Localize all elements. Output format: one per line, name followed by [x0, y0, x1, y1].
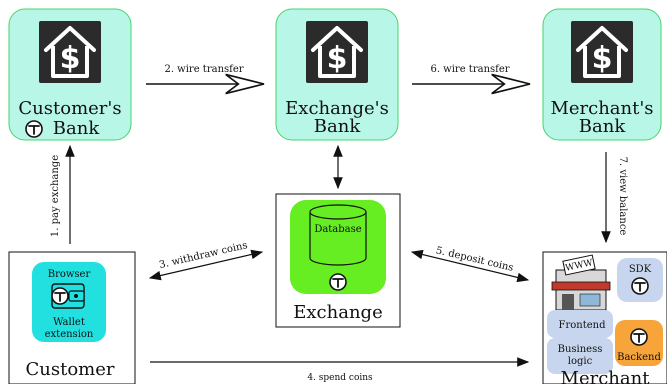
sdk-label: SDK — [629, 264, 652, 275]
exchanges-bank-node: Exchange's Bank — [275, 8, 399, 141]
exchange-label: Exchange — [293, 302, 382, 323]
business-label: Business — [558, 344, 603, 355]
frontend-label: Frontend — [559, 320, 607, 331]
browser-label: Browser — [48, 269, 91, 280]
edge-spend-coins: 4. spend coins — [150, 357, 530, 383]
database-label: Database — [314, 224, 361, 235]
database-cylinder-icon — [309, 204, 367, 266]
merchants-bank-label-line2: Bank — [579, 116, 627, 137]
exchanges-bank-label-line2: Bank — [314, 116, 362, 137]
merchants-bank-node: Merchant's Bank — [542, 8, 662, 141]
merchants-bank-label-line1: Merchant's — [550, 98, 653, 119]
taler-coin-icon — [631, 277, 649, 295]
bank-house-dollar-icon — [304, 19, 370, 85]
customers-bank-label-line1: Customer's — [18, 98, 121, 119]
edge-label-wire-transfer-2: 6. wire transfer — [430, 64, 509, 75]
exchanges-bank-label-line1: Exchange's — [285, 98, 389, 119]
edge-label-spend-coins: 4. spend coins — [307, 373, 373, 383]
customers-bank-node: Customer's Bank — [8, 8, 132, 141]
edge-wire-transfer-1: 2. wire transfer — [146, 64, 264, 84]
taler-coin-icon — [630, 328, 648, 346]
bank-house-dollar-icon — [37, 19, 103, 85]
exchange-node: Database Exchange — [275, 193, 401, 328]
bank-house-dollar-icon — [569, 19, 635, 85]
customer-label: Customer — [26, 359, 115, 380]
merchant-node: WWW SDK Frontend Business logic Backend … — [542, 251, 667, 384]
logic-label: logic — [568, 356, 593, 367]
wallet-label: Wallet — [53, 317, 85, 328]
taler-coin-icon — [329, 273, 347, 291]
edge-view-balance: 7. view balance — [601, 152, 628, 244]
edge-withdraw-coins: 3. withdraw coins — [148, 240, 264, 281]
edge-label-wire-transfer-1: 2. wire transfer — [164, 64, 243, 75]
edge-label-deposit-coins: 5. deposit coins — [435, 245, 515, 274]
wallet-icon — [51, 283, 85, 309]
edge-label-withdraw-coins: 3. withdraw coins — [158, 240, 248, 271]
backend-label: Backend — [617, 352, 661, 363]
edge-pay-exchange: 1. pay exchange — [50, 144, 75, 244]
edge-label-pay-exchange: 1. pay exchange — [50, 155, 61, 237]
customers-bank-label-line2: Bank — [53, 118, 101, 139]
edge-wire-transfer-2: 6. wire transfer — [412, 64, 530, 84]
extension-label: extension — [45, 329, 94, 340]
customer-node: Browser Wallet extension Customer — [8, 251, 136, 384]
business-logic-panel — [547, 338, 613, 374]
edge-label-view-balance: 7. view balance — [617, 157, 628, 236]
edge-deposit-coins: 5. deposit coins — [410, 245, 530, 283]
merchant-label: Merchant — [561, 368, 651, 384]
frontend-panel — [547, 310, 613, 338]
taler-coin-icon — [25, 120, 43, 138]
